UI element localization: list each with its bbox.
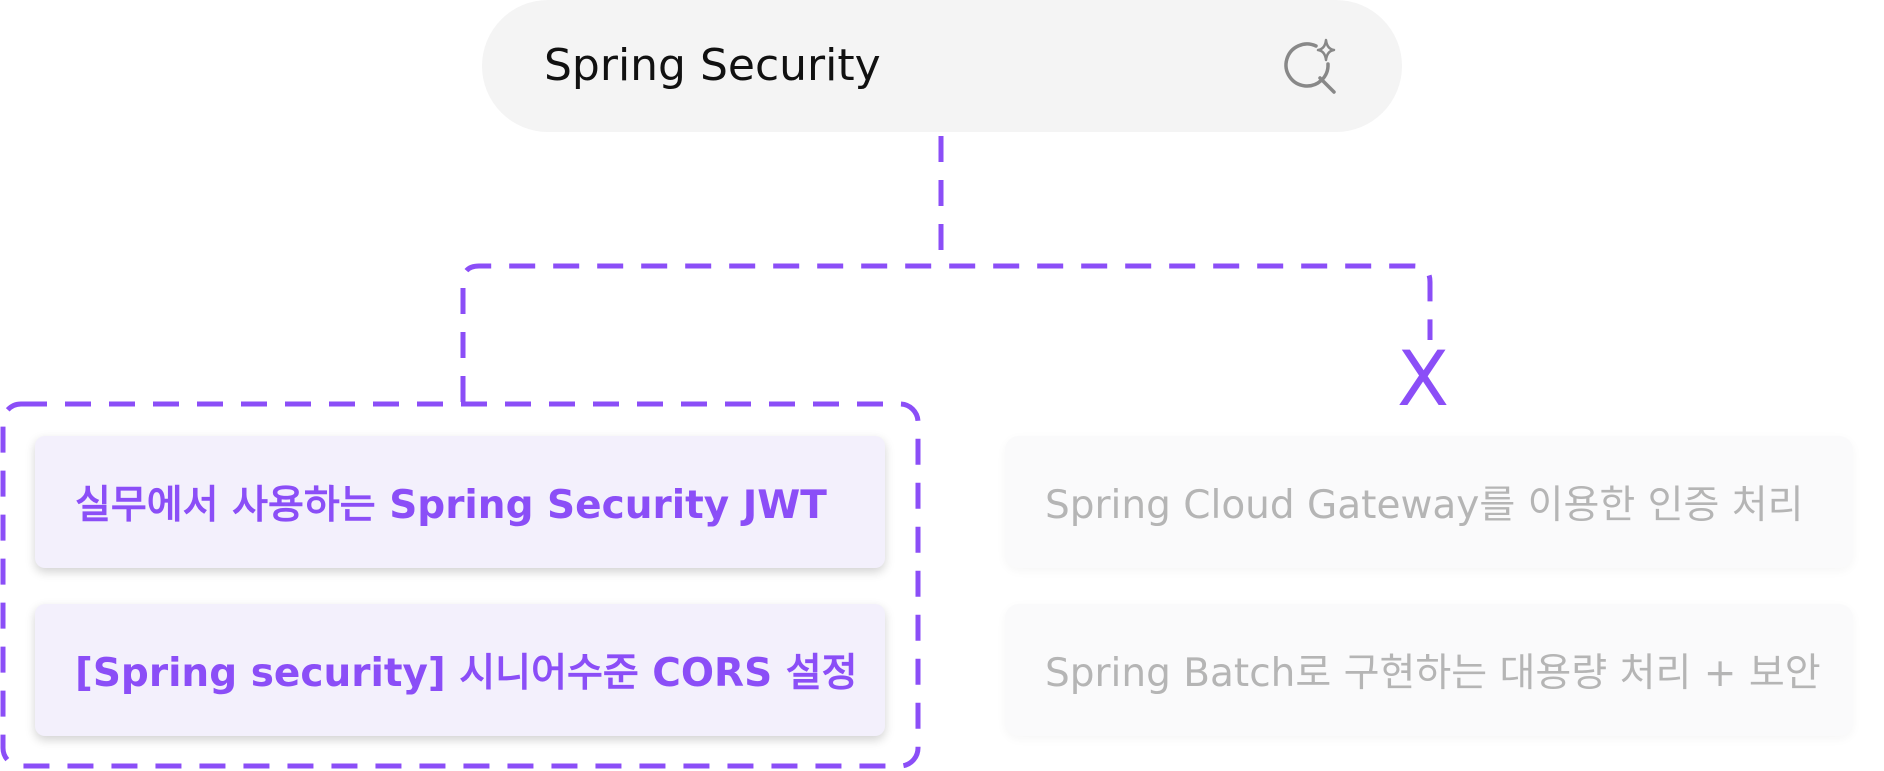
unmatched-result-card[interactable]: Spring Cloud Gateway를 이용한 인증 처리 [1005, 436, 1853, 568]
unmatched-result-title: Spring Cloud Gateway를 이용한 인증 처리 [1045, 483, 1804, 528]
no-match-x-icon: X [1396, 334, 1450, 423]
matched-result-title: 실무에서 사용하는 Spring Security JWT [75, 483, 827, 528]
search-query-text[interactable]: Spring Security [544, 40, 881, 91]
matched-result-title: [Spring security] 시니어수준 CORS 설정 [75, 651, 858, 696]
matched-group-outline [0, 401, 921, 769]
unmatched-result-card[interactable]: Spring Batch로 구현하는 대용량 처리 + 보안 [1005, 604, 1853, 736]
matched-result-card[interactable]: [Spring security] 시니어수준 CORS 설정 [35, 604, 885, 736]
search-bar[interactable]: Spring Security [482, 0, 1402, 132]
branch-connector [460, 263, 1433, 402]
ai-search-icon[interactable] [1282, 38, 1340, 96]
unmatched-result-title: Spring Batch로 구현하는 대용량 처리 + 보안 [1045, 651, 1821, 696]
matched-result-card[interactable]: 실무에서 사용하는 Spring Security JWT [35, 436, 885, 568]
